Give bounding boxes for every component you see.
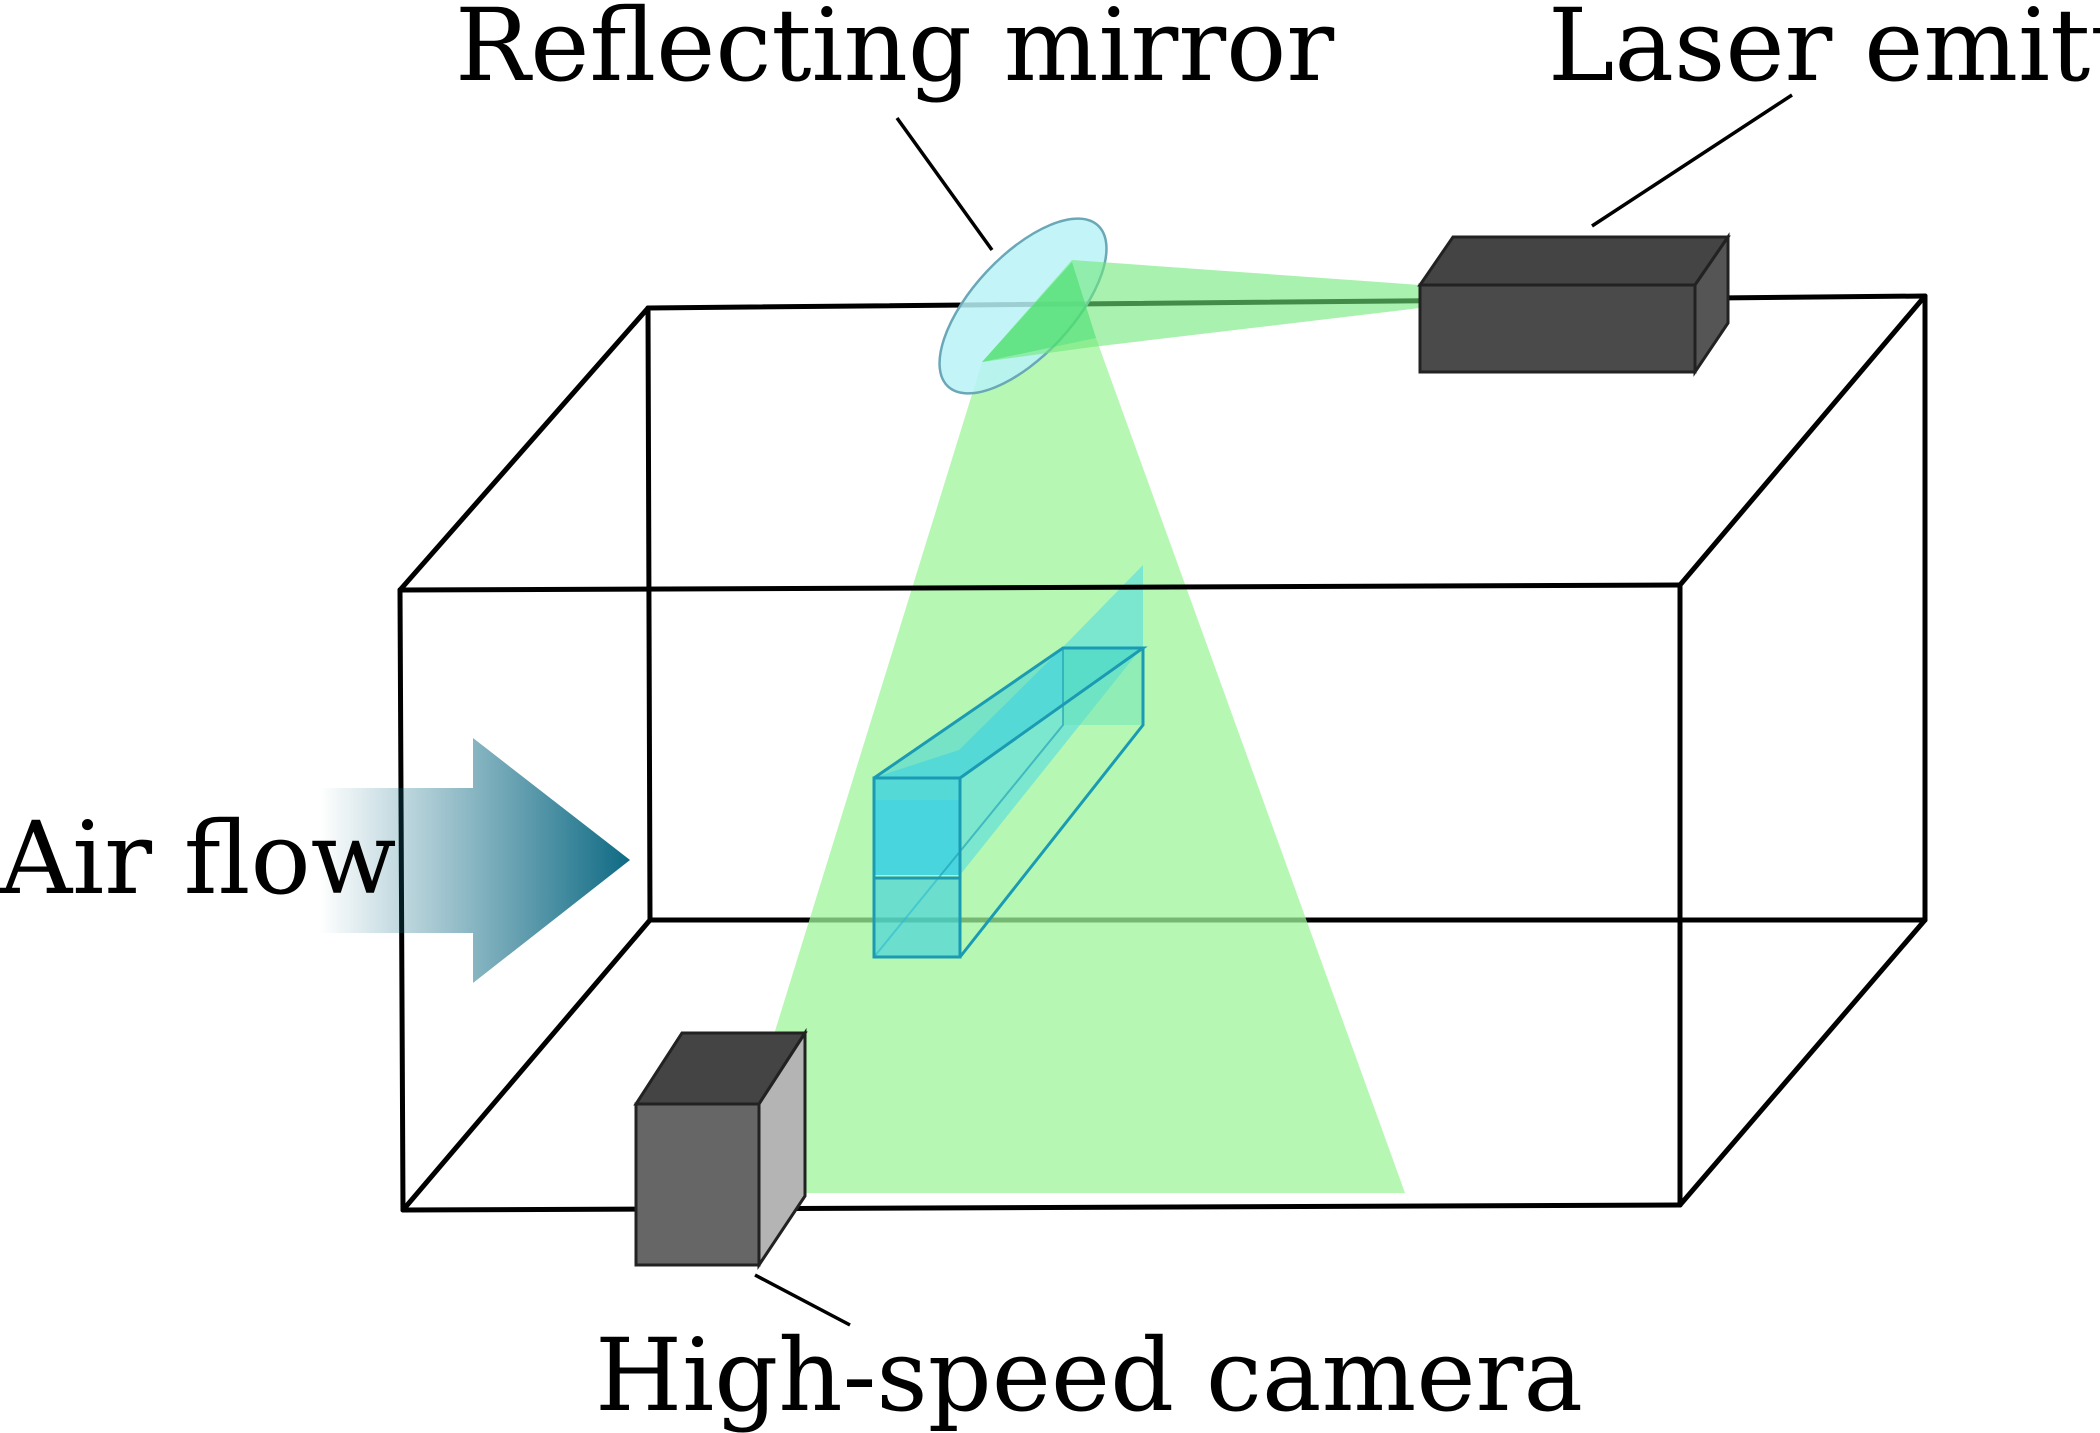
emitter-leader-line (1591, 93, 1793, 228)
test-model (872, 565, 1148, 959)
camera-leader-line (754, 1273, 851, 1327)
laser-emitter-label: Laser emitter (1548, 0, 2100, 104)
high-speed-camera (633, 1027, 808, 1270)
mirror-leader-line (895, 116, 994, 252)
air-flow-arrow (320, 738, 630, 983)
laser-emitter (1417, 232, 1731, 377)
laser-beam-core (982, 262, 1096, 362)
high-speed-camera-label: High-speed camera (595, 1317, 1583, 1433)
laser-sheet (728, 338, 1405, 1193)
reflecting-mirror-label: Reflecting mirror (455, 0, 1334, 104)
air-flow-label: Air flow (0, 800, 396, 917)
